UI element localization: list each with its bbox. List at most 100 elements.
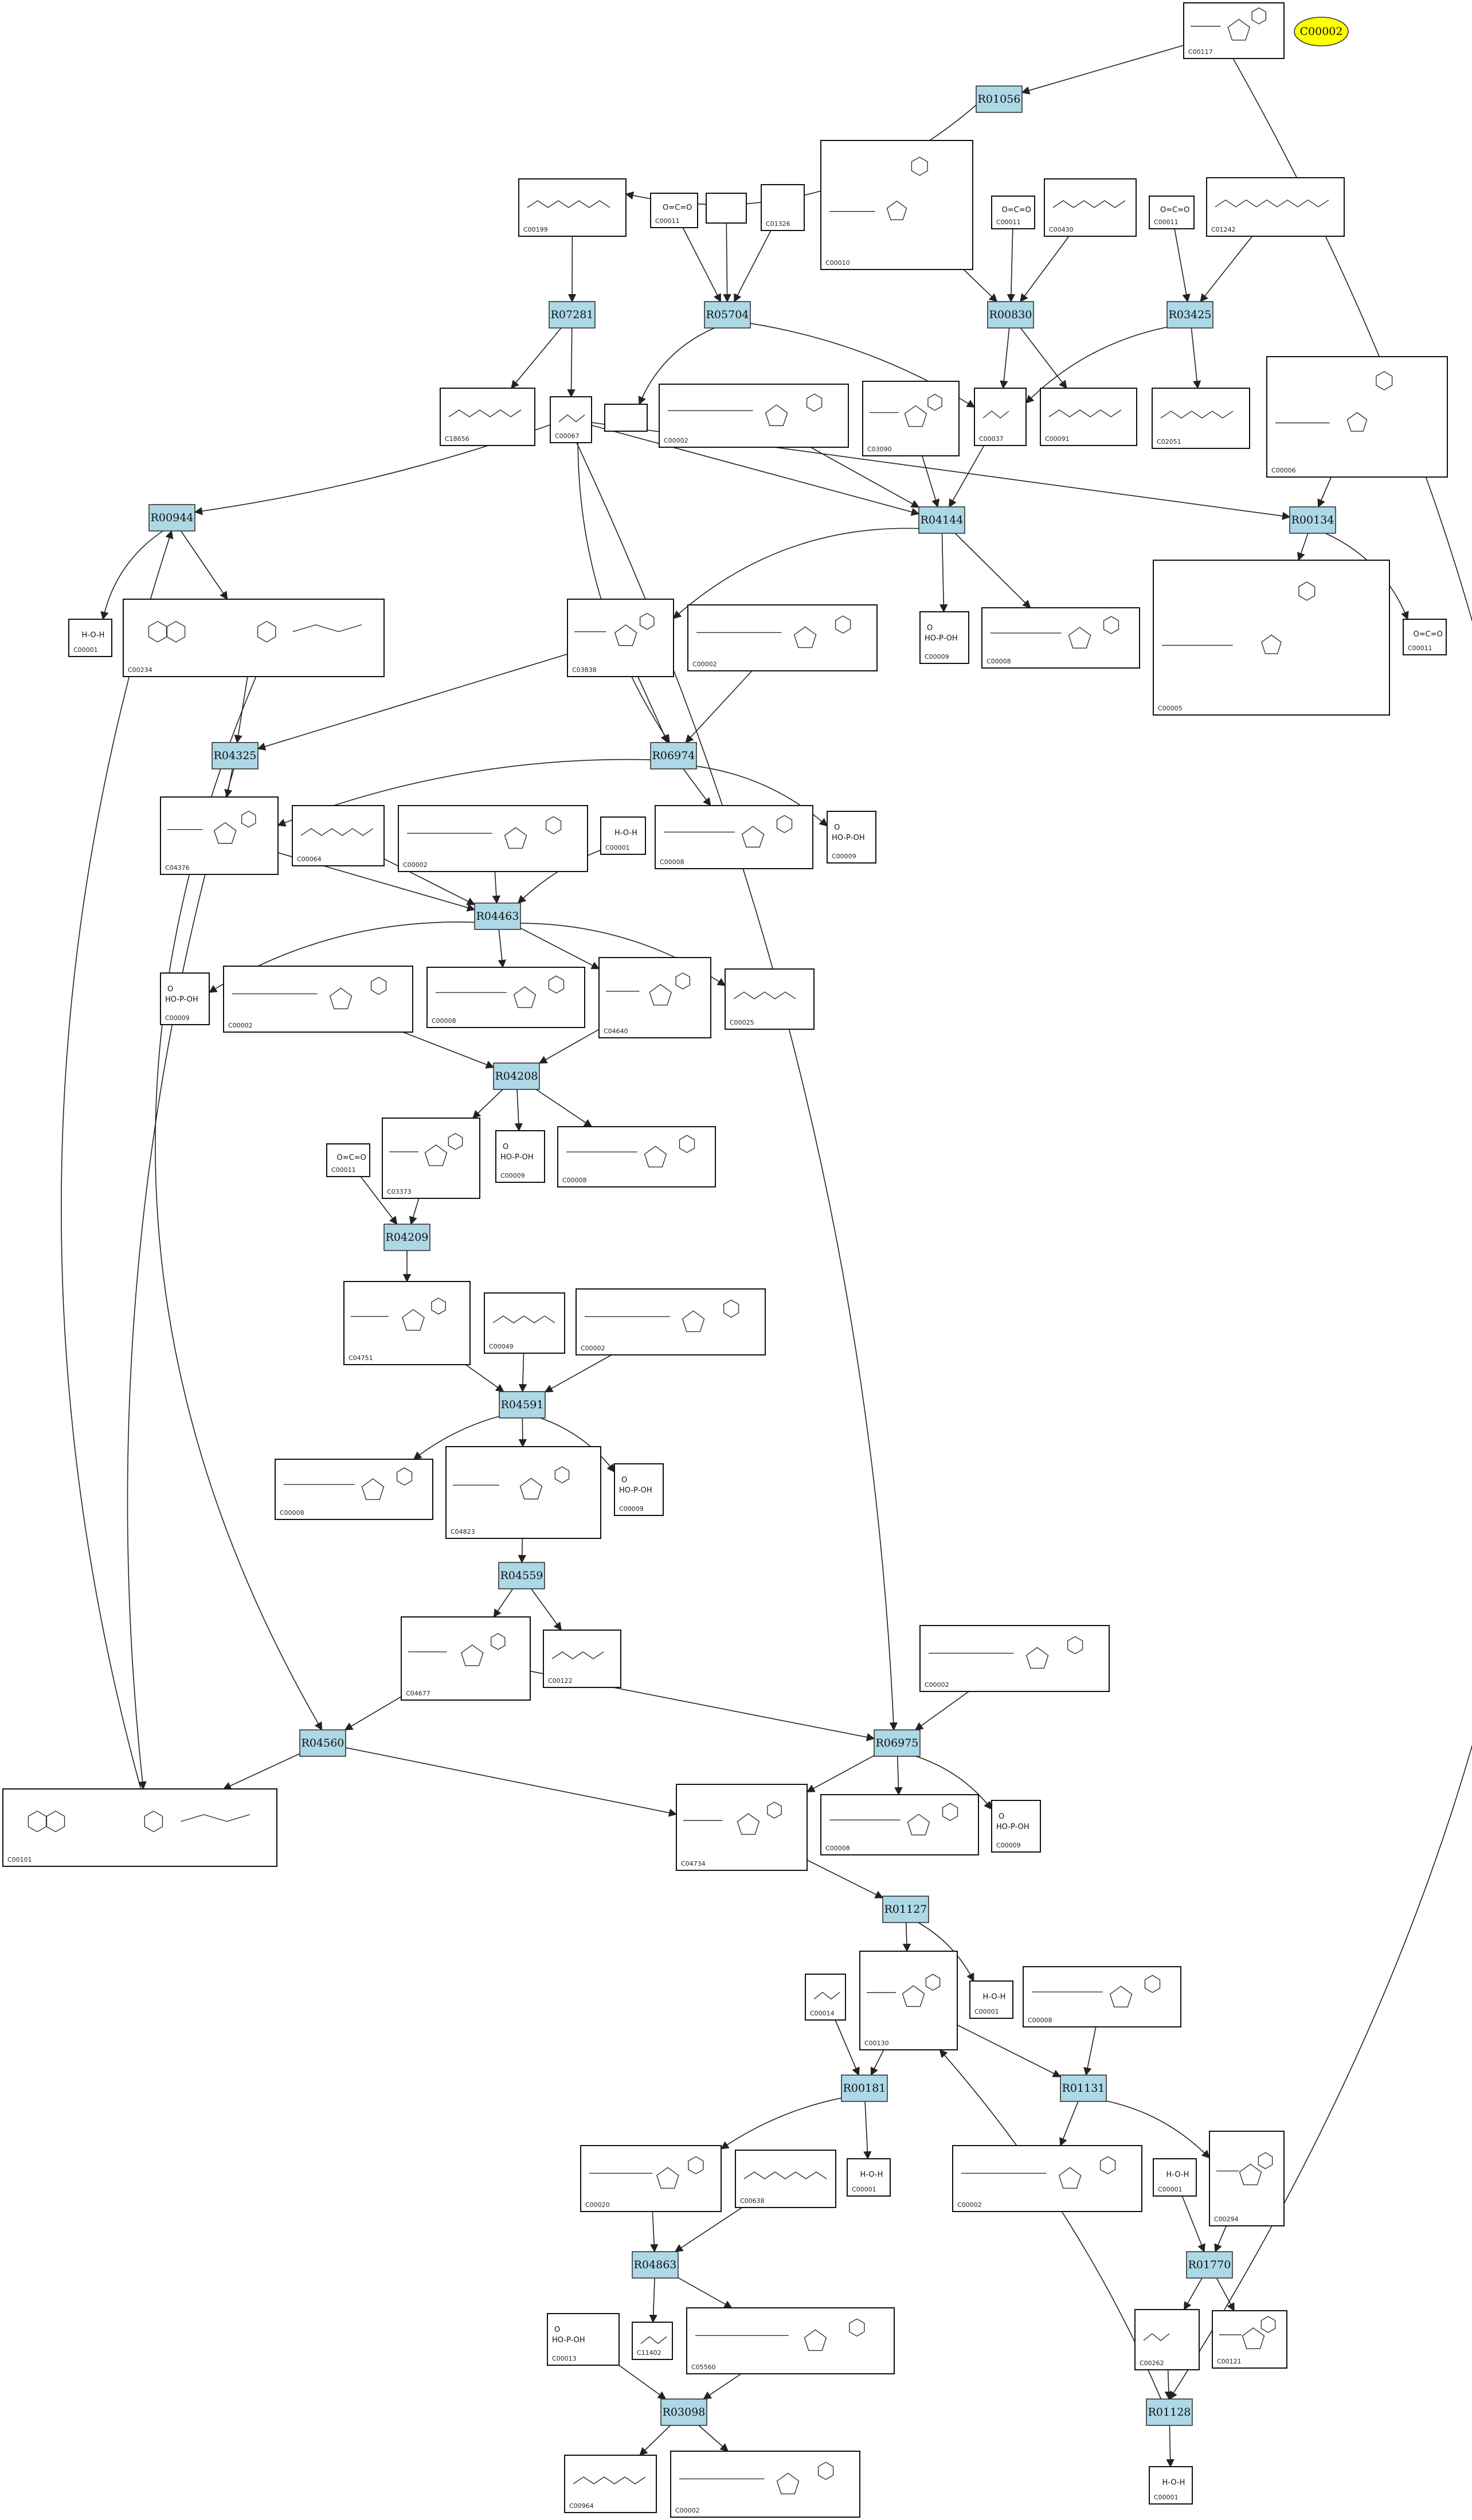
compound-C00117-0[interactable]: C00117 [1183,2,1285,59]
reaction-box[interactable] [212,742,259,769]
compound-C00130-56[interactable]: C00130 [859,1951,958,2050]
reaction-R05704[interactable]: R05704 [704,301,751,329]
compound-C03373-39[interactable]: C03373 [382,1118,480,1199]
reaction-box[interactable] [499,1391,546,1419]
compound-C00234-20[interactable]: C00234 [123,599,385,677]
compound-box[interactable] [600,816,646,855]
compound-box[interactable] [974,388,1027,446]
compound-box[interactable] [632,2322,673,2360]
compound-box[interactable] [1403,619,1447,655]
compound-C00199-1[interactable]: C00199 [518,178,627,237]
compound-box[interactable] [1044,178,1137,237]
reaction-R04144[interactable]: R04144 [918,506,965,534]
compound-C04734-52[interactable]: C04734 [676,1784,808,1871]
compound-C03838-21[interactable]: C03838 [567,599,674,677]
compound-C00008-41[interactable]: C00008 [557,1126,716,1187]
compound-box[interactable] [827,811,876,864]
reaction-box[interactable] [148,504,195,532]
compound-C00008-58[interactable]: C00008 [1023,1966,1181,2027]
reaction-R06974[interactable]: R06974 [650,742,697,769]
reaction-R04325[interactable]: R04325 [212,742,259,769]
compound-C04640-36[interactable]: C04640 [598,957,711,1038]
compound-box[interactable] [805,1974,846,2021]
compound-C00008-45[interactable]: C00008 [275,1459,433,1520]
reaction-box[interactable] [474,902,521,930]
compound-box[interactable] [1040,388,1137,446]
compound-box[interactable] [598,957,711,1038]
compound-box[interactable] [670,2451,860,2518]
compound-box[interactable] [862,381,960,456]
compound-blank-3[interactable] [706,193,747,224]
compound-C00091-16[interactable]: C00091 [1040,388,1137,446]
compound-C00037-15[interactable]: C00037 [974,388,1027,446]
compound-C01326-4[interactable]: C01326 [761,184,805,231]
compound-C00002-34[interactable]: C00002 [223,966,413,1033]
compound-C00014-55[interactable]: C00014 [805,1974,846,2021]
compound-box[interactable] [1206,177,1345,237]
compound-C00049-43[interactable]: C00049 [484,1292,565,1354]
compound-blank-12[interactable] [604,404,648,432]
compound-C00008-53[interactable]: C00008 [820,1794,979,1855]
reaction-box[interactable] [493,1062,540,1090]
reaction-R01770[interactable]: R01770 [1186,2251,1233,2279]
compound-box[interactable] [687,604,878,671]
compound-C05560-67[interactable]: C05560 [686,2307,895,2374]
compound-box[interactable] [518,178,627,237]
reaction-R06975[interactable]: R06975 [874,1729,921,1757]
reaction-box[interactable] [650,742,697,769]
reaction-box[interactable] [549,301,596,329]
compound-box[interactable] [604,404,648,432]
compound-box[interactable] [445,1446,601,1539]
compound-C04823-46[interactable]: C04823 [445,1446,601,1539]
compound-C00002-44[interactable]: C00002 [576,1288,766,1355]
compound-box[interactable] [550,396,592,443]
compound-box[interactable] [859,1951,958,2050]
compound-box[interactable] [564,2455,657,2513]
compound-C00964-70[interactable]: C00964 [564,2455,657,2513]
compound-box[interactable] [969,1980,1013,2019]
legend-ellipse[interactable] [1294,17,1349,46]
compound-box[interactable] [706,193,747,224]
reaction-R01127[interactable]: R01127 [882,1896,929,1923]
compound-C00010-5[interactable]: C00010 [820,140,973,270]
compound-box[interactable] [1153,2158,1197,2197]
reaction-R01131[interactable]: R01131 [1060,2074,1107,2102]
compound-box[interactable] [495,1130,545,1183]
reaction-box[interactable] [632,2251,679,2279]
compound-C00638-60[interactable]: C00638 [735,2150,836,2208]
compound-box[interactable] [919,1625,1110,1692]
reaction-box[interactable] [882,1896,929,1923]
reaction-R03425[interactable]: R03425 [1166,301,1213,329]
reaction-R00944[interactable]: R00944 [148,504,195,532]
compound-box[interactable] [991,196,1035,229]
compound-C00025-37[interactable]: C00025 [725,968,815,1030]
reaction-R00830[interactable]: R00830 [987,301,1034,329]
reaction-box[interactable] [660,2398,707,2426]
compound-C00006-18[interactable]: C00006 [1266,356,1448,478]
compound-box[interactable] [614,1463,664,1516]
compound-C00008-31[interactable]: C00008 [655,805,813,869]
reaction-box[interactable] [1146,2398,1193,2426]
compound-box[interactable] [919,611,969,664]
compound-box[interactable] [1152,388,1250,449]
compound-C11402-66[interactable]: C11402 [632,2322,673,2360]
compound-box[interactable] [1209,2131,1285,2226]
compound-C04751-42[interactable]: C04751 [343,1281,471,1365]
reaction-R00134[interactable]: R00134 [1289,506,1336,534]
compound-C18656-10[interactable]: C18656 [440,388,535,446]
reaction-box[interactable] [1186,2251,1233,2279]
compound-box[interactable] [1183,2,1285,59]
compound-box[interactable] [725,968,815,1030]
compound-box[interactable] [382,1118,480,1199]
reaction-R04560[interactable]: R04560 [299,1729,346,1757]
reaction-R07281[interactable]: R07281 [549,301,596,329]
